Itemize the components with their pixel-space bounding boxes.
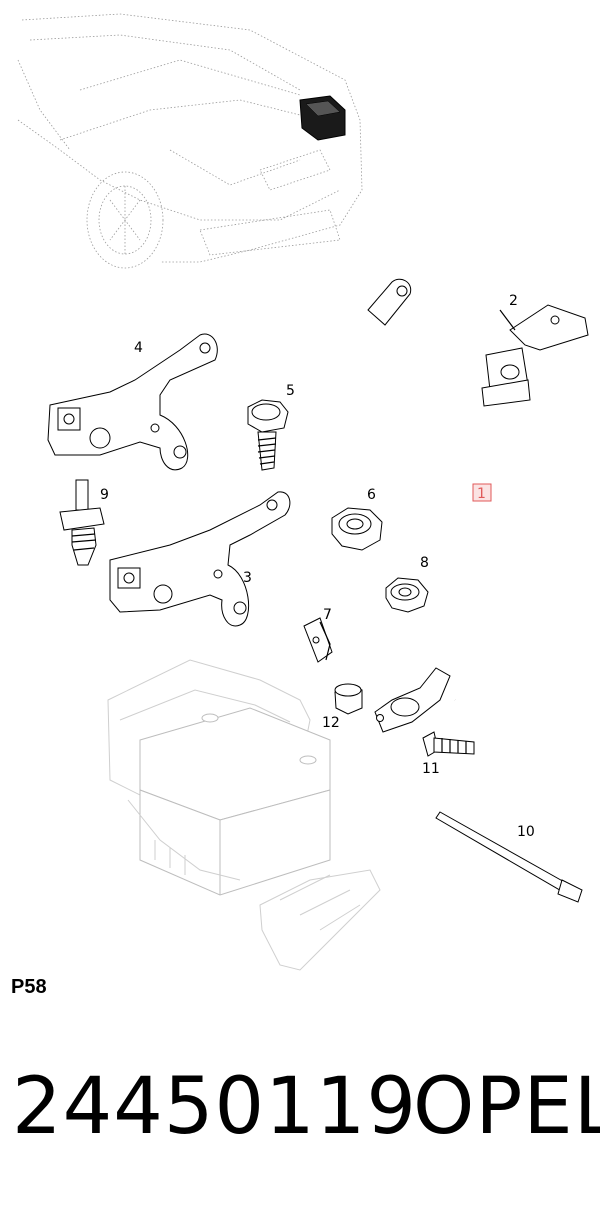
bolt-part bbox=[247, 399, 289, 471]
callout-10: 10 bbox=[517, 824, 535, 840]
part-number: 24450119 bbox=[12, 1062, 418, 1152]
callout-9: 9 bbox=[100, 487, 109, 503]
spring-clip-part bbox=[303, 617, 333, 663]
callout-1: 1 bbox=[477, 486, 486, 502]
callout-7: 7 bbox=[323, 607, 332, 623]
callout-labels: 1 2 3 4 5 6 7 8 9 10 11 12 bbox=[100, 293, 535, 840]
cap-part bbox=[334, 683, 363, 715]
car-front-illustration bbox=[17, 13, 363, 269]
stud-part bbox=[59, 479, 105, 566]
callout-6: 6 bbox=[367, 487, 376, 503]
upper-bracket-part bbox=[47, 333, 218, 471]
callout-1-highlight bbox=[472, 483, 492, 502]
callout-3: 3 bbox=[243, 570, 252, 586]
brand-name: OPEL bbox=[413, 1062, 600, 1152]
nut-small-part bbox=[385, 577, 429, 613]
plate-code: P58 bbox=[11, 976, 47, 998]
nut-part bbox=[331, 507, 383, 551]
lower-bracket-part bbox=[109, 491, 291, 627]
bracket-clip-part bbox=[481, 304, 589, 407]
bolt-long-part bbox=[422, 731, 475, 757]
callout-11: 11 bbox=[422, 761, 440, 777]
callout-2: 2 bbox=[509, 293, 518, 309]
cable-tie-part bbox=[435, 811, 583, 903]
callout-8: 8 bbox=[420, 555, 429, 571]
callout-12: 12 bbox=[322, 715, 340, 731]
callout-4: 4 bbox=[134, 340, 143, 356]
callout-5: 5 bbox=[286, 383, 295, 399]
exploded-parts-diagram: 1 2 3 4 5 6 7 8 9 10 11 12 bbox=[17, 13, 589, 971]
ground-cable-part bbox=[338, 278, 528, 733]
battery-tray-illustration bbox=[107, 659, 381, 971]
